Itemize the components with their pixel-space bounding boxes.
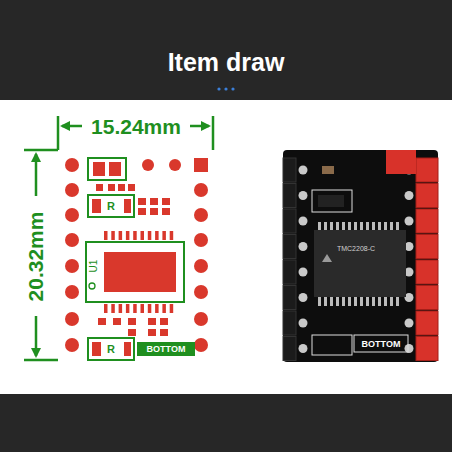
part-label: U1 [89, 260, 99, 273]
silkscreen-label: BOTTOM [147, 345, 186, 354]
dimension: 15.24mm [91, 116, 181, 137]
footer-band [0, 394, 452, 452]
pcb-footprint [65, 158, 208, 360]
board-photo [283, 150, 438, 362]
title: Item draw [0, 50, 452, 75]
part-label: R [107, 344, 115, 355]
silkscreen-label: BOTTOM [362, 340, 401, 349]
dimension-lines [24, 116, 213, 360]
header-band [0, 0, 452, 100]
dots [217, 87, 234, 90]
dimension: 20.32mm [26, 211, 47, 301]
part-label: R [107, 201, 115, 212]
chip-marking: TMC2208-C [337, 245, 375, 252]
